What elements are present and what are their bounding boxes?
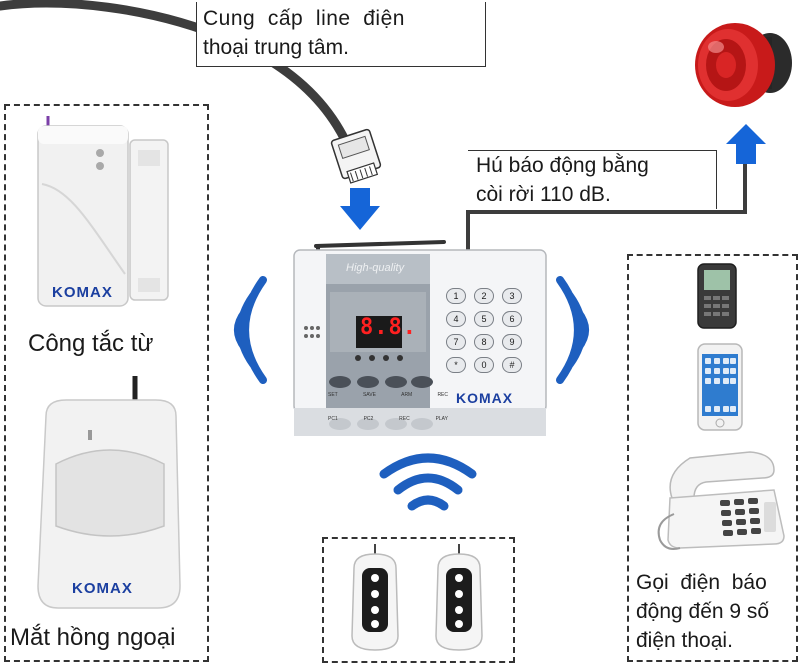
panel-button-label: SAVE xyxy=(363,392,376,398)
siren-caption-line2: còi rời 110 dB. xyxy=(476,180,716,209)
pir-sensor-logo: KOMAX xyxy=(72,580,133,597)
mobile-phone-icon xyxy=(696,262,740,330)
panel-button-label: REC xyxy=(437,392,448,398)
panel-lower-buttons: PC1 PC2 REC PLAY xyxy=(328,416,448,422)
keypad-key[interactable]: 4 xyxy=(446,311,466,327)
panel-keypad-grid: 1 2 3 4 5 6 7 8 9 * 0 # xyxy=(446,288,526,373)
wireless-wave-bottom-icon xyxy=(378,448,478,518)
arrow-down-icon xyxy=(340,188,380,230)
remote-control-icon xyxy=(340,544,410,654)
keypad-key[interactable]: 1 xyxy=(446,288,466,304)
panel-button-label: PC1 xyxy=(328,416,338,422)
wireless-wave-right-icon xyxy=(548,270,608,390)
call-caption-line2: động đến 9 số xyxy=(636,597,792,626)
magnetic-contact-caption: Công tắc từ xyxy=(28,330,153,358)
panel-label: High-quality xyxy=(346,262,404,274)
keypad-key[interactable]: 8 xyxy=(474,334,494,350)
panel-logo: KOMAX xyxy=(456,390,513,406)
keypad-key[interactable]: 7 xyxy=(446,334,466,350)
remote-control-icon xyxy=(424,544,494,654)
arrow-up-icon xyxy=(726,124,766,164)
panel-button-label: PLAY xyxy=(436,416,448,422)
keypad-key[interactable]: * xyxy=(446,357,466,373)
panel-button-label: SET xyxy=(328,392,338,398)
smartphone-icon xyxy=(696,342,744,432)
panel-function-buttons: SET SAVE ARM REC xyxy=(328,392,448,398)
siren-caption: Hú báo động bằng còi rời 110 dB. xyxy=(468,150,717,209)
keypad-key[interactable]: 0 xyxy=(474,357,494,373)
call-caption-line1: Gọi điện báo xyxy=(636,568,792,597)
keypad-key[interactable]: 2 xyxy=(474,288,494,304)
keypad-key[interactable]: 6 xyxy=(502,311,522,327)
keypad-key[interactable]: # xyxy=(502,357,522,373)
keypad-key[interactable]: 9 xyxy=(502,334,522,350)
pir-sensor-caption: Mắt hồng ngoại xyxy=(10,624,175,652)
phone-line-caption-line1: Cung cấp line điện xyxy=(203,4,479,33)
panel-button-label: REC xyxy=(399,416,410,422)
phone-line-caption-line2: thoại trung tâm. xyxy=(203,33,479,62)
panel-button-label: ARM xyxy=(401,392,412,398)
magnetic-contact-logo: KOMAX xyxy=(52,284,113,301)
keypad-key[interactable]: 3 xyxy=(502,288,522,304)
call-caption: Gọi điện báo động đến 9 số điện thoại. xyxy=(636,568,792,655)
keypad-key[interactable]: 5 xyxy=(474,311,494,327)
rj11-connector-icon xyxy=(328,128,388,188)
panel-display: 8.8. xyxy=(360,315,417,340)
call-caption-line3: điện thoại. xyxy=(636,626,792,655)
panel-button-label: PC2 xyxy=(364,416,374,422)
wireless-wave-left-icon xyxy=(215,270,275,390)
phone-line-caption: Cung cấp line điện thoại trung tâm. xyxy=(196,2,486,67)
siren-caption-line1: Hú báo động bằng xyxy=(476,151,716,180)
desk-phone-icon xyxy=(650,444,788,554)
siren-icon xyxy=(680,15,795,120)
